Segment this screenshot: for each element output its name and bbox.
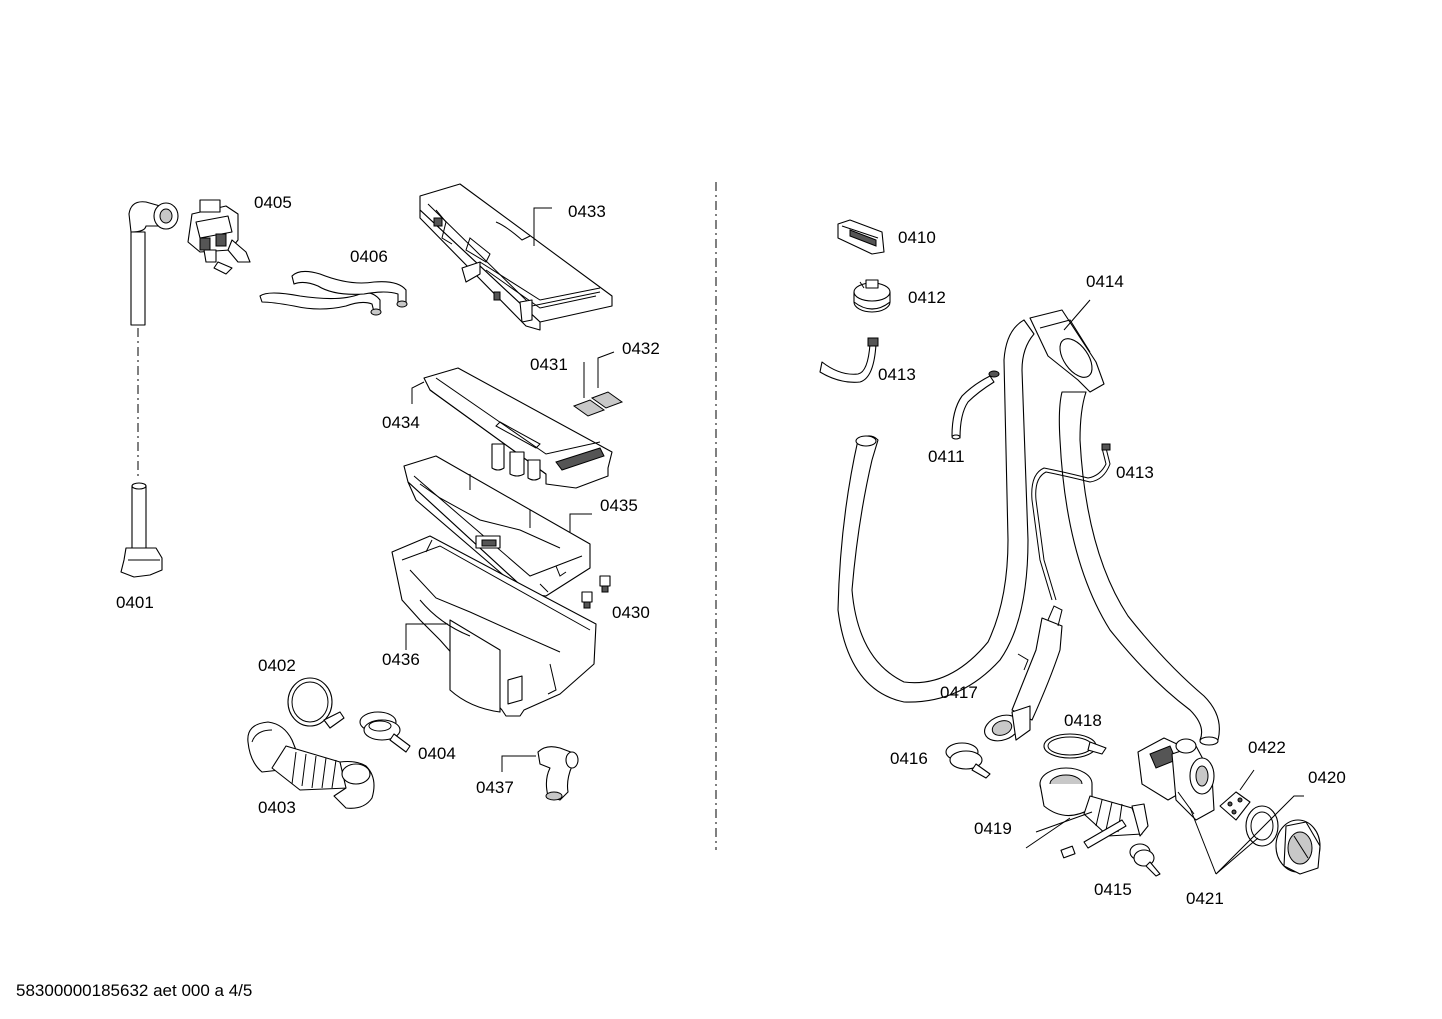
pressure-switch-part [853,279,891,313]
bellows-hose-part [247,721,375,809]
part-number-0413-bottom: 0413 [1116,463,1154,482]
pressure-hose-part [819,337,879,383]
part-number-0415: 0415 [1094,880,1132,899]
small-clip-part [1129,843,1161,877]
detergent-drawer-part [423,367,613,489]
part-number-0434: 0434 [382,413,420,432]
connector-part [837,219,885,255]
part-number-0431: 0431 [530,355,568,374]
part-number-0414: 0414 [1086,272,1124,291]
label-pad-part [572,391,624,417]
gasket-plate-part [1219,791,1251,821]
part-number-0411: 0411 [928,447,965,466]
part-number-0402: 0402 [258,656,296,675]
screw-part [581,575,611,609]
wire-harness-part [1031,443,1111,601]
dispenser-cover-part [419,183,613,331]
part-number-labels: 0401 0402 0403 0404 0405 0406 0410 0411 … [116,193,1346,908]
right-leader-lines [1025,299,1304,875]
part-number-0420: 0420 [1308,768,1346,787]
sump-hose-part [984,605,1063,742]
part-number-0436: 0436 [382,650,420,669]
part-number-0417: 0417 [940,683,978,702]
spring-clip-part [359,711,411,753]
part-number-0412: 0412 [908,288,946,307]
part-number-0422: 0422 [1248,738,1286,757]
part-number-0430: 0430 [612,603,650,622]
drain-hose-part [837,309,1220,746]
part-number-0421: 0421 [1186,889,1224,908]
part-number-0416: 0416 [890,749,928,768]
left-leader-lines [405,207,615,772]
elbow-hose-part [537,746,579,801]
part-number-0419: 0419 [974,819,1012,838]
dispenser-tray-part [391,535,597,717]
part-number-0437: 0437 [476,778,514,797]
part-number-0433: 0433 [568,202,606,221]
part-number-0406: 0406 [350,247,388,266]
part-number-0403: 0403 [258,798,296,817]
sump-bellows-part [1039,767,1149,859]
part-number-0404: 0404 [418,744,456,763]
spring-clip-part [945,742,991,779]
drain-pump-part [1137,737,1215,821]
part-number-0413-top: 0413 [878,365,916,384]
valve-hose-part [259,270,408,316]
part-number-0418: 0418 [1064,711,1102,730]
part-number-0410: 0410 [898,228,936,247]
inlet-valve-part [187,199,251,275]
part-number-0405: 0405 [254,193,292,212]
short-hose-part [951,370,1000,440]
part-number-0435: 0435 [600,496,638,515]
inlet-pipe-part [120,201,179,578]
hose-clamp-part [287,677,345,729]
hose-clamp-part [1043,733,1107,759]
part-number-0401: 0401 [116,593,154,612]
document-code: 58300000185632 aet 000 a 4/5 [16,981,253,1000]
pump-filter-part [1245,805,1321,875]
part-number-0432: 0432 [622,339,660,358]
